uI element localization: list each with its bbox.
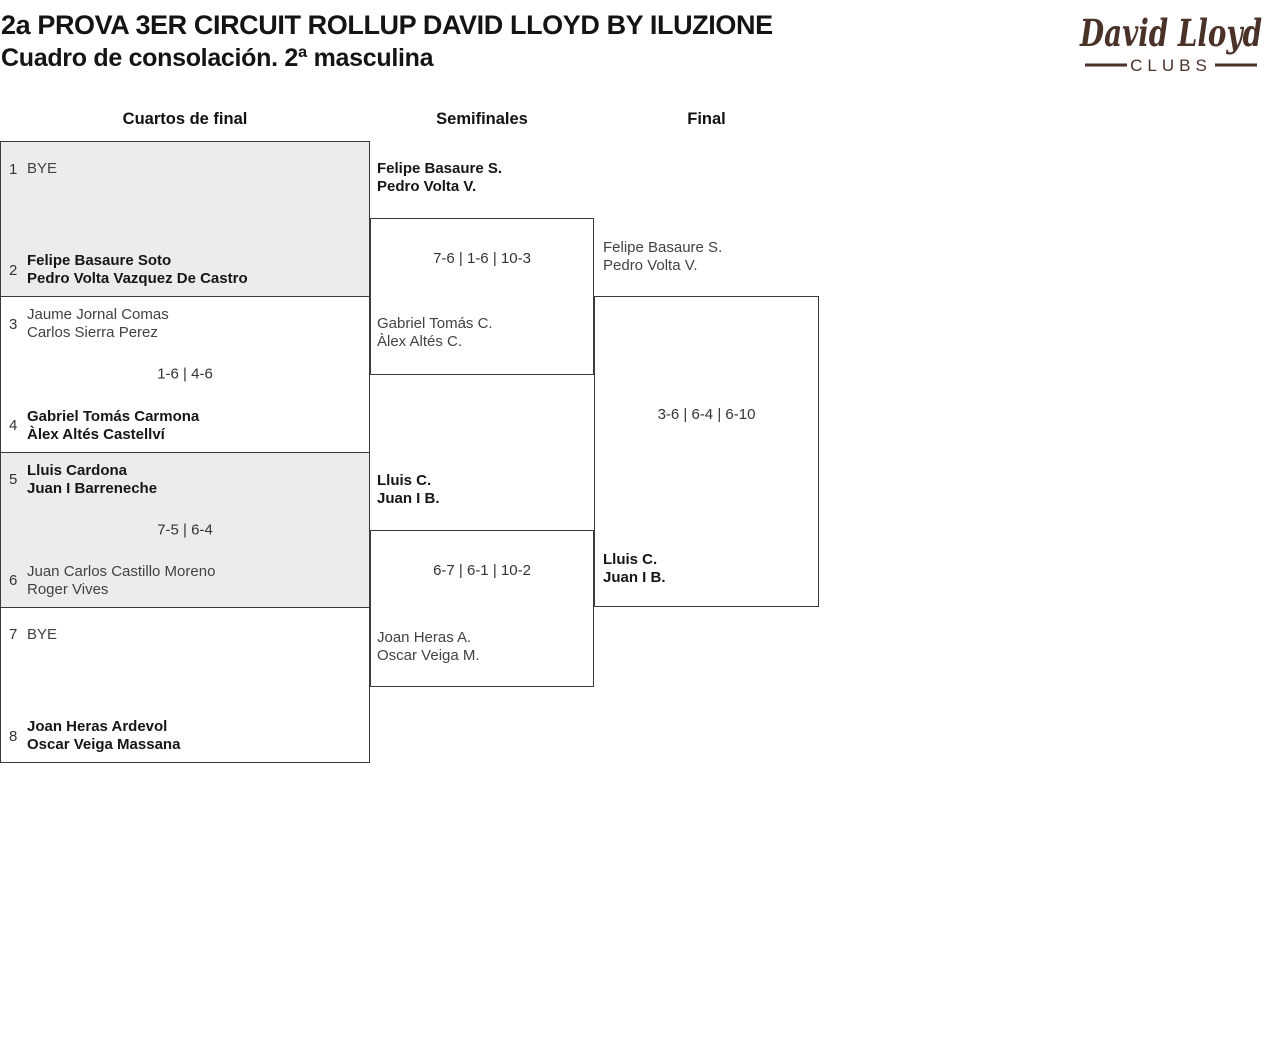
team-slot-seed-6: 6 Juan Carlos Castillo Moreno Roger Vive… (9, 563, 363, 599)
seed-number: 6 (9, 572, 18, 590)
page-title: 2a PROVA 3ER CIRCUIT ROLLUP DAVID LLOYD … (1, 8, 773, 75)
final-score: 3-6 | 6-4 | 6-10 (657, 406, 756, 423)
team-names: Joan Heras Ardevol Oscar Veiga Massana (27, 718, 180, 754)
final-box (594, 296, 819, 607)
final-team-top: Felipe Basaure S. Pedro Volta V. (603, 239, 722, 275)
seed-number: 5 (9, 471, 18, 488)
round-header-final: Final (687, 110, 726, 128)
sf2-team-bottom: Joan Heras A. Oscar Veiga M. (377, 629, 480, 665)
player-2: Juan I Barreneche (27, 479, 158, 497)
player-1: Joan Heras Ardevol (27, 718, 168, 735)
final-team-bottom: Lluis C. Juan I B. (603, 551, 666, 587)
team-slot-seed-4: 4 Gabriel Tomás Carmona Àlex Altés Caste… (9, 408, 363, 444)
logo-script-text: David Lloyd (1079, 11, 1262, 55)
player-2: Àlex Altés Castellví (27, 425, 165, 443)
sf1-score: 7-6 | 1-6 | 10-3 (433, 250, 531, 267)
semifinal-1-box (370, 218, 594, 375)
round-header-semifinals: Semifinales (436, 110, 528, 128)
team-names: Juan Carlos Castillo Moreno Roger Vives (27, 563, 215, 599)
match-score: 7-5 | 6-4 (157, 521, 213, 539)
bracket-subtitle: Cuadro de consolación. 2ª masculina (1, 44, 434, 72)
seed-number: 3 (9, 315, 18, 333)
team-slot-seed-1: 1 BYE (9, 151, 363, 187)
team-slot-seed-8: 8 Joan Heras Ardevol Oscar Veiga Massana (9, 718, 363, 754)
sf1-team-bottom: Gabriel Tomás C. Àlex Altés C. (377, 315, 493, 351)
seed-number: 1 (9, 160, 18, 178)
team-names: Gabriel Tomás Carmona Àlex Altés Castell… (27, 408, 199, 444)
semifinal-2-box (370, 530, 594, 687)
sf1-team-top: Felipe Basaure S. Pedro Volta V. (377, 160, 502, 196)
qf-match-3: 5 Lluis Cardona Juan I Barreneche 7-5 | … (1, 452, 369, 608)
seed-number: 4 (9, 417, 18, 434)
sf2-score: 6-7 | 6-1 | 10-2 (433, 562, 531, 579)
player-1: Felipe Basaure Soto (27, 252, 172, 270)
player-1: Gabriel Tomás C. (377, 315, 493, 332)
player-2: Oscar Veiga M. (377, 647, 480, 664)
match-score: 1-6 | 4-6 (157, 365, 213, 383)
player-1: Joan Heras A. (377, 629, 472, 646)
qf-match-1: 1 BYE 2 Felipe Basaure Soto Pedro Volta … (1, 142, 369, 298)
seed-number: 2 (9, 261, 18, 279)
seed-number: 8 (9, 727, 18, 745)
team-names: Felipe Basaure Soto Pedro Volta Vazquez … (27, 252, 248, 288)
team-names: BYE (27, 160, 57, 178)
team-slot-seed-5: 5 Lluis Cardona Juan I Barreneche (9, 462, 363, 498)
player-2: Carlos Sierra Perez (27, 324, 158, 342)
player-2: Roger Vives (27, 580, 109, 598)
player-2: Pedro Volta V. (377, 178, 477, 195)
team-names: Lluis Cardona Juan I Barreneche (27, 462, 157, 498)
player-2: Pedro Volta V. (603, 257, 698, 274)
quarterfinals-column: 1 BYE 2 Felipe Basaure Soto Pedro Volta … (0, 141, 370, 763)
david-lloyd-logo: David Lloyd CLUBS (1079, 11, 1262, 75)
player-2: Oscar Veiga Massana (27, 736, 181, 753)
tournament-title: 2a PROVA 3ER CIRCUIT ROLLUP DAVID LLOYD … (1, 10, 773, 40)
player-1: Felipe Basaure S. (377, 160, 503, 177)
team-slot-seed-3: 3 Jaume Jornal Comas Carlos Sierra Perez (9, 306, 363, 342)
team-slot-seed-2: 2 Felipe Basaure Soto Pedro Volta Vazque… (9, 252, 363, 288)
player-2: Juan I B. (603, 569, 666, 586)
qf-match-4: 7 BYE 8 Joan Heras Ardevol Oscar Veiga M… (1, 607, 369, 762)
round-header-quarterfinals: Cuartos de final (122, 110, 248, 128)
qf-match-2: 3 Jaume Jornal Comas Carlos Sierra Perez… (1, 297, 369, 453)
player-2: Juan I B. (377, 490, 440, 507)
team-names: Jaume Jornal Comas Carlos Sierra Perez (27, 306, 169, 342)
player-1: Gabriel Tomás Carmona (27, 407, 200, 425)
player-2: Àlex Altés C. (377, 333, 463, 350)
player-1: Felipe Basaure S. (603, 239, 723, 256)
sf2-team-top: Lluis C. Juan I B. (377, 472, 440, 508)
player-1: Lluis C. (603, 551, 658, 568)
player-1: Jaume Jornal Comas (27, 306, 169, 324)
player-1: BYE (27, 160, 58, 177)
logo-clubs-text: CLUBS (1130, 56, 1212, 75)
team-names: BYE (27, 626, 57, 644)
player-2: Pedro Volta Vazquez De Castro (27, 270, 248, 288)
player-1: Juan Carlos Castillo Moreno (27, 562, 216, 580)
team-slot-seed-7: 7 BYE (9, 617, 363, 653)
player-1: Lluis Cardona (27, 461, 128, 479)
player-1: Lluis C. (377, 472, 432, 489)
player-1: BYE (27, 625, 58, 643)
seed-number: 7 (9, 626, 18, 644)
